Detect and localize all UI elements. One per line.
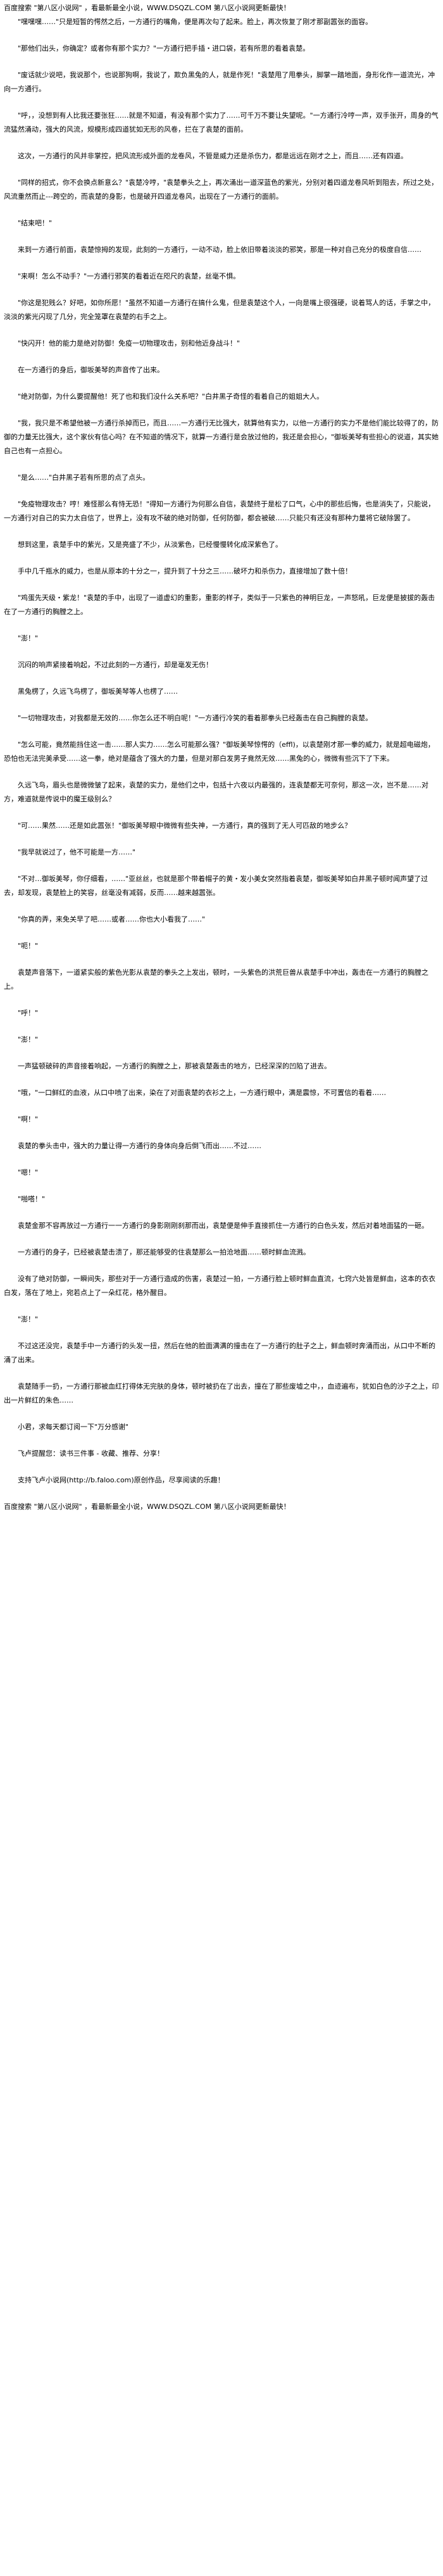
chapter-paragraph: 在一方通行的身后，御坂美琴的声音传了出来。	[18, 366, 164, 374]
chapter-paragraph: "嘿嘿嘿……"只是短暂的愕然之后，一方通行的嘴角，便是再次勾了起来。脸上，再次恢…	[18, 18, 373, 26]
chapter-paragraph: "是么……"白井黑子若有所思的点了点头。	[18, 473, 150, 482]
chapter-paragraph: "哦，"一口鲜红的血液，从口中喷了出来，染在了对面袁楚的衣衫之上，一方通行眼中，…	[18, 1089, 387, 1097]
chapter-paragraph: "你真的弄，来免关早了吧……或者……你也大小看我了……"	[18, 915, 206, 923]
chapter-paragraph: 袁楚的拳头击中，强大的力量让得一方通行的身体向身后倒飞而出……不过……	[18, 1142, 261, 1150]
chapter-paragraph: "澎！"	[18, 1035, 39, 1044]
chapter-body: "嘿嘿嘿……"只是短暂的愕然之后，一方通行的嘴角，便是再次勾了起来。脸上，再次恢…	[4, 15, 439, 1487]
reader-page: 百度搜索 "第八区小说网" ，看最新最全小说，WWW.DSQZL.COM 第八区…	[4, 4, 439, 1511]
chapter-paragraph: 来到一方通行前面，袁楚惊拇的发现，此刻的一方通行，一动不动，脸上依旧带着淡淡的邪…	[18, 246, 421, 254]
chapter-paragraph: 袁楚金那不容再放过一方通行一一方通行的身影刚刚刹那而出，袁楚便是伸手直接抓住一方…	[18, 1222, 428, 1230]
chapter-paragraph: "呼！"	[18, 1009, 39, 1017]
chapter-paragraph: "澎！"	[18, 1315, 39, 1323]
chapter-paragraph: 飞卢提醒您：读书三件事 - 收藏、推荐、分享！	[18, 1449, 164, 1458]
chapter-paragraph: 一方通行的身子，已经被袁楚击溃了，那还能够受的住袁楚那么一拍沧地面……顿时鲜血流…	[18, 1248, 310, 1256]
chapter-paragraph: "你这是犯贱么？好吧，如你所愿！"虽然不知道一方通行在搞什么鬼，但是袁楚这个人，…	[4, 299, 435, 321]
chapter-paragraph: 一声猛顿破碎的声音接着响起，一方通行的胸膛之上，那被袁楚轰击的地方，已经深深的凹…	[18, 1062, 331, 1070]
chapter-paragraph: 黑兔楞了，久远飞鸟楞了，御坂美琴等人也楞了……	[18, 687, 178, 696]
chapter-paragraph: 久远飞鸟，眉头也是微微皱了起来，袁楚的实力，是他们之中，包括十六夜以内最强的，连…	[4, 781, 428, 803]
chapter-paragraph: 小君，求每天都订阅一下"万分感谢"	[18, 1423, 129, 1431]
chapter-paragraph: 这次，一方通行的风并非掌控，把风流形成外面的龙卷风，不管是威力还是杀伤力，都是远…	[18, 152, 408, 160]
chapter-paragraph: "呃！"	[18, 942, 39, 950]
chapter-paragraph: "来啊！怎么不动手？"一方通行邪笑的看着近在咫尺的袁楚，丝毫不惧。	[18, 272, 240, 280]
chapter-paragraph: 袁楚声音落下，一道紧实般的紫色光影从袁楚的拳头之上发出，顿时，一头紫色的洪荒巨兽…	[4, 968, 428, 991]
chapter-paragraph: 不过这还没完，袁楚手中一方通行的头发一扭，然后在他的脸面满满的撞击在了一方通行的…	[4, 1342, 435, 1364]
chapter-paragraph: "怎么可能，竟然能挡住这一击……那人实力……怎么可能那么强？"御坂美琴惊愕的（e…	[4, 741, 435, 763]
chapter-paragraph: 想到这里，袁楚手中的紫光，又是亮盛了不少，从淡紫色，已经慢慢转化成深紫色了。	[18, 541, 282, 549]
chapter-paragraph: "废话就少说吧，我说那个，也说那狗啊，我说了，欺负黑兔的人，就是作死！"袁楚甩了…	[4, 71, 435, 93]
chapter-paragraph: "快闪开！他的能力是绝对防御！免疫一切物理攻击，别和他近身战斗！"	[18, 339, 240, 347]
chapter-paragraph: "那他们出头，你确定？或者你有那个实力？"一方通行把手插・进口袋，若有所思的看着…	[18, 44, 310, 53]
chapter-paragraph: "同样的招式，你不会换点新意么？"袁楚冷哼，"袁楚拳头之上，再次涌出一道深蓝色的…	[4, 178, 439, 201]
chapter-paragraph: 没有了绝对防御，一瞬间失，那些对于一方通行造成的伤害，袁楚过一拍，一方通行脸上顿…	[4, 1275, 435, 1297]
chapter-paragraph: 沉闷的响声紧接着响起，不过此刻的一方通行，却是毫发无伤！	[18, 661, 213, 669]
chapter-paragraph: "免疫物理攻击？哼！难怪那么有恃无恐！"得知一方通行为何那么自信，袁楚终于是松了…	[4, 500, 435, 522]
chapter-paragraph: 手中几千瓶水的威力，也是从原本的十分之一，提升到了十分之三……破坏力和杀伤力，直…	[18, 567, 352, 575]
chapter-paragraph: "绝对防御，为什么要提醒他！死了也和我们没什么关系吧？"白井黑子奇怪的看着自己的…	[18, 392, 324, 401]
chapter-paragraph: "鸡蛋先天级・紫龙！"袁楚的手中，出现了一道虚幻的重影，重影的样子，类似于一只紫…	[4, 594, 435, 616]
chapter-paragraph: "结束吧！"	[18, 219, 53, 227]
chapter-paragraph: "啊！"	[18, 1115, 39, 1123]
chapter-paragraph: "嗯！"	[18, 1168, 39, 1177]
chapter-paragraph: "呼，，没想到有人比我还要张狂……就是不知道，有没有那个实力了……可千万不要让失…	[4, 111, 439, 134]
chapter-paragraph: "啪嗒！"	[18, 1195, 46, 1203]
chapter-paragraph: "一切物理攻击，对我都是无效的……你怎么还不明白呢！"一方通行冷笑的看着那拳头已…	[18, 714, 373, 722]
chapter-paragraph: "我，我只是不希望他被一方通行杀掉而已，而且……一方通行无比强大，就算他有实力，…	[4, 419, 439, 455]
bottom-banner-text: 百度搜索 "第八区小说网" ，看最新最全小说，WWW.DSQZL.COM 第八区…	[4, 1503, 290, 1511]
chapter-paragraph: "可……果然……还是如此嚣张！"御坂美琴眼中微微有些失神，一方通行，真的强到了无…	[18, 822, 352, 830]
chapter-paragraph: 袁楚随手一扔，一方通行那被血红打得体无完肤的身体，顿时被扔在了出去，撞在了那些废…	[4, 1382, 439, 1404]
chapter-paragraph: "澎！"	[18, 634, 39, 642]
chapter-paragraph: 支持飞卢小说网(http://b.faloo.com)原创作品，尽享阅读的乐趣！	[18, 1476, 225, 1484]
chapter-paragraph: "不对…御坂美琴，你仔细看，……"亚丝丝，也就是那个带着帽子的黄・发小美女突然指…	[4, 875, 428, 897]
chapter-paragraph: "我早就说过了，他不可能是一方……"	[18, 848, 136, 856]
top-banner-text: 百度搜索 "第八区小说网" ，看最新最全小说，WWW.DSQZL.COM 第八区…	[4, 4, 290, 12]
